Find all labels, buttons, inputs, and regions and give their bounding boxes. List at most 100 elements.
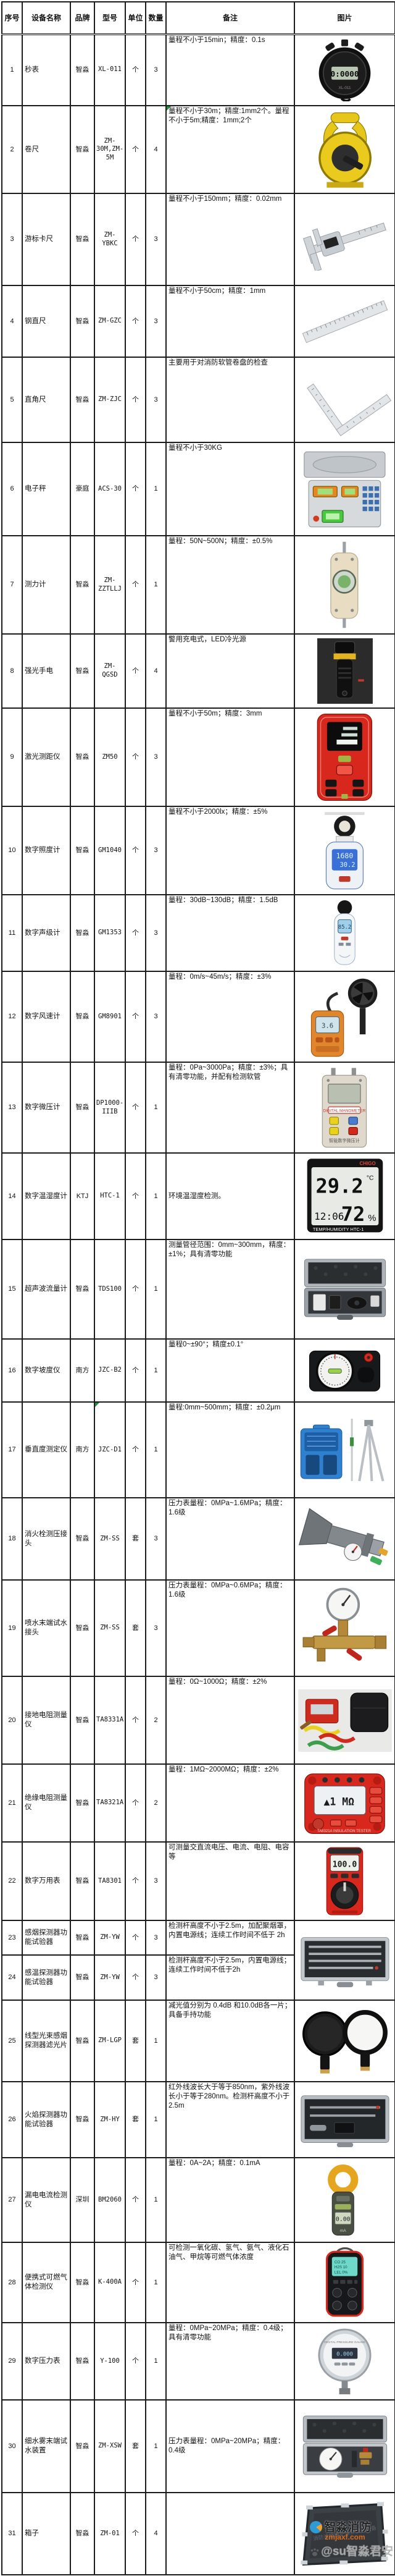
anemometer-photo: 3.6: [294, 971, 395, 1063]
quantity: 1: [145, 1338, 167, 1403]
unit: 个: [125, 633, 146, 709]
remark-text: 量程：1MΩ~2000MΩ；精度：±2%: [168, 1766, 279, 1773]
remark-cell: 环境温湿度检测。: [165, 1152, 295, 1240]
unit: 套: [125, 1497, 146, 1581]
remark-cell: 量程不小于50cm；精度：1mm: [165, 285, 295, 358]
quantity: 1: [145, 535, 167, 635]
verticality-tester-photo: [294, 1401, 395, 1498]
slope-meter-photo: [294, 1338, 395, 1403]
remark-text: 可测量交直流电压、电流、电阻、电容等: [168, 1844, 289, 1860]
quantity: 1: [145, 442, 167, 536]
quantity: 1: [145, 1152, 167, 1240]
model: ZM-SS: [94, 1497, 126, 1581]
row-number: 14: [1, 1152, 23, 1240]
remark-cell: 量程不小于30KG: [165, 442, 295, 536]
brand: 智淼: [70, 1763, 95, 1843]
remark-cell: 量程不小于150mm；精度：0.02mm: [165, 193, 295, 286]
remark-cell: 量程不小于30m；精度:1mm2个。量程不小于5m;精度：1mm;2个200: [165, 105, 295, 194]
remark-text: 量程不小于30KG: [168, 444, 222, 452]
unit: 个: [125, 442, 146, 536]
row-number: 12: [1, 971, 23, 1063]
quantity: 1: [145, 1401, 167, 1498]
equipment-name: 消火栓测压接头: [22, 1497, 71, 1581]
remark-cell: 量程0~±90°；精度±0.1°: [165, 1338, 295, 1403]
brand: 智淼: [70, 2000, 95, 2082]
remark-cell: 量程不小于15min；精度：0.1s: [165, 33, 295, 106]
row-number: 18: [1, 1497, 23, 1581]
equipment-name: 接地电阻测量仪: [22, 1676, 71, 1765]
svg-text:30.2: 30.2: [339, 861, 355, 869]
col-header-7: 图片: [294, 1, 395, 35]
quantity: 3: [145, 357, 167, 443]
brand: 豪庭: [70, 442, 95, 536]
unit: 个: [125, 806, 146, 895]
brand: 南方: [70, 1338, 95, 1403]
photo-wrap: [296, 1584, 393, 1672]
model: ZM-01: [94, 2492, 126, 2575]
brand: 智淼: [70, 2399, 95, 2493]
model: BM2060: [94, 2157, 126, 2243]
row-number: 22: [1, 1841, 23, 1921]
row-number: 28: [1, 2242, 23, 2323]
svg-text:%: %: [368, 1214, 376, 1223]
row-number: 3: [1, 193, 23, 286]
remark-text: 检测杆高度不小于2.5m，加配聚烟罩，内置电源线；连续工作时间不低于 2h: [168, 1922, 291, 1939]
remark-text: 量程0~±90°；精度±0.1°: [168, 1341, 244, 1348]
svg-text:29.2: 29.2: [315, 1174, 363, 1197]
quantity: 1: [145, 1062, 167, 1154]
brand: 智淼: [70, 535, 95, 635]
quantity: 3: [145, 33, 167, 106]
beam-filters-photo: [294, 2000, 395, 2082]
remark-cell: 量程：0A~2A；精度：0.1mA: [165, 2157, 295, 2243]
unit: 个: [125, 1954, 146, 2001]
brand: 智淼: [70, 971, 95, 1063]
photo-wrap: [296, 110, 393, 189]
row-number: 21: [1, 1763, 23, 1843]
brand: 智淼: [70, 193, 95, 286]
remark-text: 环境温湿度检测。: [168, 1192, 225, 1200]
col-header-3: 型号: [94, 1, 126, 35]
remark-cell: 量程：30dB~130dB；精度：1.5dB: [165, 894, 295, 972]
brand: 智淼: [70, 2492, 95, 2575]
remark-text: 压力表量程：0MPa~20MPa；精度：0.4级: [168, 2438, 285, 2454]
unit: 套: [125, 2000, 146, 2082]
col-header-5: 数量: [145, 1, 167, 35]
photo-wrap: [296, 638, 393, 704]
svg-text:DIGITAL MANOMETER: DIGITAL MANOMETER: [323, 1109, 366, 1113]
unit: 个: [125, 105, 146, 194]
photo-wrap: [296, 2413, 393, 2479]
quantity: 3: [145, 1497, 167, 1581]
brand: 智淼: [70, 33, 95, 106]
unit: 个: [125, 894, 146, 972]
remark-text: 量程不小于50m；精度：3mm: [168, 710, 262, 717]
remark-text: 警用充电式，LED冷光源: [168, 636, 246, 643]
remark-cell: 量程：0Ω~1000Ω；精度：±2%: [165, 1676, 295, 1765]
brand: 智淼: [70, 1497, 95, 1581]
brand: 智淼: [70, 1841, 95, 1921]
equipment-name: 卷尺: [22, 105, 71, 194]
col-header-0: 序号: [1, 1, 23, 35]
unit: 个: [125, 1763, 146, 1843]
quantity: 1: [145, 1239, 167, 1340]
brand: 智淼: [70, 1954, 95, 2001]
quantity: 3: [145, 971, 167, 1063]
unit: 套: [125, 2399, 146, 2493]
